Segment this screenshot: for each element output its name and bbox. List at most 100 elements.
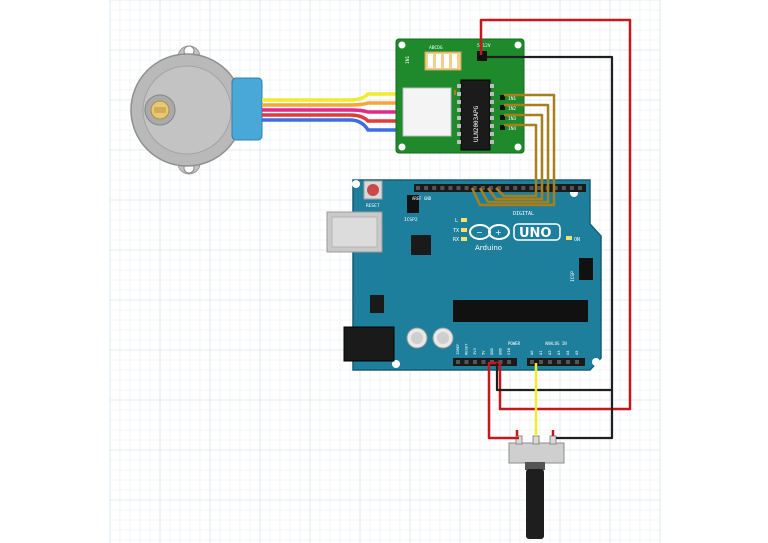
header-hole[interactable] <box>529 186 534 190</box>
header-hole[interactable] <box>440 186 445 190</box>
header-hole[interactable] <box>480 186 485 190</box>
driver-in-pin-label: IN1 <box>508 96 516 102</box>
on-led-icon <box>566 236 572 240</box>
motor-lead-wire <box>262 101 446 107</box>
motor-lead-wire <box>262 92 446 102</box>
analog-pin-hole[interactable] <box>548 360 552 364</box>
analog-header[interactable] <box>527 358 585 366</box>
chip-pin <box>490 132 494 136</box>
header-hole[interactable] <box>561 186 566 190</box>
arduino-logo: − + UNO Arduino <box>469 223 561 252</box>
chip-pin <box>457 92 461 96</box>
header-hole[interactable] <box>472 186 477 190</box>
on-led-label: ON <box>574 237 580 243</box>
pot-collar <box>525 462 545 470</box>
infinity-right-icon <box>488 224 510 240</box>
chip-pin <box>490 92 494 96</box>
arduino-uno-board[interactable]: RESET ICSP2 AREF GND DIGITAL L TX RX − +… <box>326 179 602 371</box>
rx-led-label: RX <box>453 237 459 243</box>
arduino-mount-hole-icon <box>352 180 360 188</box>
driver-power-pins[interactable] <box>477 51 487 61</box>
pot-pin <box>515 435 523 445</box>
power-pin-label: IOREF <box>455 343 460 355</box>
power-pin-hole[interactable] <box>498 360 503 364</box>
driver-in-pin[interactable] <box>500 115 505 120</box>
header-hole[interactable] <box>488 186 493 190</box>
header-hole[interactable] <box>513 186 518 190</box>
header-hole[interactable] <box>456 186 461 190</box>
header-hole[interactable] <box>505 186 510 190</box>
power-pin-hole[interactable] <box>473 360 477 364</box>
analog-pin-label: A5 <box>574 350 579 355</box>
analog-pin-hole[interactable] <box>539 360 543 364</box>
pot-pin <box>549 435 557 445</box>
header-hole[interactable] <box>432 186 437 190</box>
capacitor <box>406 327 428 349</box>
motor-lead-wires <box>262 92 446 132</box>
driver-motor-socket[interactable] <box>402 87 452 137</box>
analog-pin-hole[interactable] <box>557 360 561 364</box>
motor-face <box>142 65 232 155</box>
wire-in-brown <box>486 113 544 201</box>
analog-pin-hole[interactable] <box>566 360 570 364</box>
header-hole[interactable] <box>464 186 469 190</box>
pot-body <box>508 442 565 464</box>
chip-pin <box>457 116 461 120</box>
power-pin-hole[interactable] <box>456 360 460 364</box>
usb-serial-chip <box>411 235 431 255</box>
analog-pin-hole[interactable] <box>530 360 534 364</box>
driver-power-label: 5-12V <box>477 43 491 49</box>
wire-pot-gnd-black <box>556 390 614 440</box>
power-label: POWER <box>508 341 521 346</box>
header-hole[interactable] <box>448 186 453 190</box>
arduino-mount-hole-icon <box>592 358 600 366</box>
voltage-regulator <box>370 295 384 313</box>
power-pin-hole[interactable] <box>464 360 469 364</box>
power-pin-hole[interactable] <box>507 360 511 364</box>
atmega-chip <box>453 300 588 322</box>
power-pin-label: 3V3 <box>472 348 477 355</box>
power-pin-label: RESET <box>464 343 469 355</box>
rx-led-icon <box>461 237 467 241</box>
chip-pin <box>457 108 461 112</box>
header-hole[interactable] <box>569 186 574 190</box>
potentiometer[interactable] <box>508 435 565 539</box>
aref-label: AREF <box>412 196 422 201</box>
driver-in-pin[interactable] <box>500 105 505 110</box>
chip-pin <box>457 124 461 128</box>
chip-label: ULN2003APG <box>473 105 480 142</box>
power-pin-label: GND <box>489 347 494 355</box>
header-hole[interactable] <box>416 186 420 190</box>
wires <box>454 18 632 440</box>
pot-knob-shaft[interactable] <box>526 469 544 539</box>
icsp-header <box>579 258 593 280</box>
capacitor <box>432 327 454 349</box>
wire-in-brown <box>495 123 538 198</box>
arduino-mount-hole-icon <box>392 360 400 368</box>
driver-in-pin[interactable] <box>500 125 505 130</box>
motor-lead-wire <box>262 113 446 123</box>
header-hole[interactable] <box>424 186 429 190</box>
analog-pin-label: A0 <box>529 350 534 355</box>
stepper-motor[interactable] <box>130 45 263 175</box>
logo-minus-icon: − <box>476 228 483 237</box>
wire-pot-5v-red <box>487 361 519 440</box>
header-hole[interactable] <box>537 186 542 190</box>
usb-connector-inner <box>331 216 378 248</box>
model-label: UNO <box>519 226 552 241</box>
logo-label: Arduino <box>475 244 502 252</box>
analog-pin-hole[interactable] <box>575 360 579 364</box>
power-pin-hole[interactable] <box>481 360 486 364</box>
header-hole[interactable] <box>578 186 582 190</box>
chip-pin <box>490 124 494 128</box>
header-hole[interactable] <box>497 186 501 190</box>
chip-pin <box>490 140 494 144</box>
l-led-icon <box>461 218 467 222</box>
header-hole[interactable] <box>521 186 526 190</box>
header-hole[interactable] <box>553 186 558 190</box>
driver-mount-hole-icon <box>514 41 522 49</box>
driver-mount-hole-icon <box>514 143 522 151</box>
reset-button-cap[interactable] <box>367 184 379 196</box>
driver-in-pin[interactable] <box>500 95 505 100</box>
